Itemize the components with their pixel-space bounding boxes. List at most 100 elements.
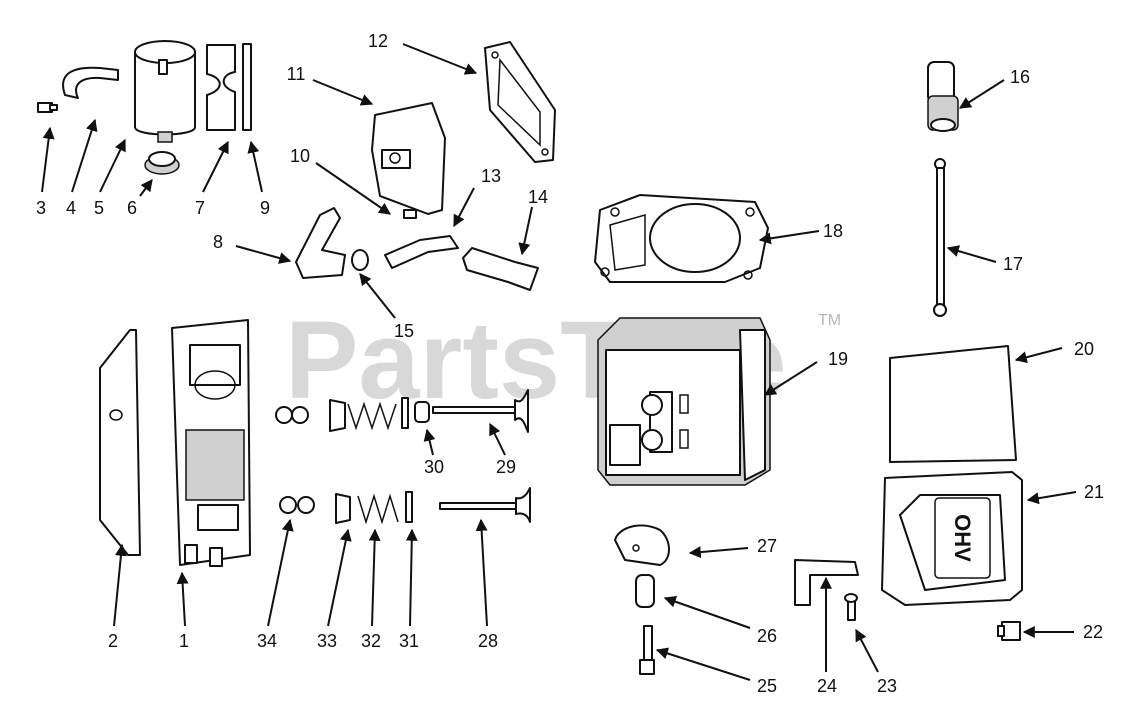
part-20-cover-gasket[interactable] bbox=[889, 345, 1017, 463]
callout-3[interactable]: 3 bbox=[36, 198, 46, 218]
part-29-exhaust-valve[interactable] bbox=[432, 389, 529, 433]
callout-28[interactable]: 28 bbox=[478, 631, 498, 651]
callout-25[interactable]: 25 bbox=[757, 676, 777, 696]
leader-8 bbox=[235, 245, 292, 264]
callout-1[interactable]: 1 bbox=[179, 631, 189, 651]
callout-26[interactable]: 26 bbox=[757, 626, 777, 646]
callout-21[interactable]: 21 bbox=[1084, 482, 1104, 502]
callout-13[interactable]: 13 bbox=[481, 166, 501, 186]
callout-16[interactable]: 16 bbox=[1010, 67, 1030, 87]
callout-22[interactable]: 22 bbox=[1083, 622, 1103, 642]
part-5-filter-housing[interactable] bbox=[134, 40, 196, 143]
callout-29[interactable]: 29 bbox=[496, 457, 516, 477]
callout-31[interactable]: 31 bbox=[399, 631, 419, 651]
part-3-screw[interactable] bbox=[37, 102, 58, 113]
leader-29 bbox=[489, 422, 506, 456]
part-2-head-gasket[interactable] bbox=[99, 329, 141, 556]
leader-13 bbox=[453, 187, 475, 228]
part-27-rocker[interactable] bbox=[614, 524, 670, 566]
part-11-breather-cover[interactable] bbox=[371, 102, 446, 219]
part-34-keepers-lower[interactable] bbox=[279, 496, 315, 514]
callout-8[interactable]: 8 bbox=[213, 232, 223, 252]
part-19-cylinder-head[interactable] bbox=[597, 317, 771, 486]
callout-7[interactable]: 7 bbox=[195, 198, 205, 218]
callout-18[interactable]: 18 bbox=[823, 221, 843, 241]
callout-6[interactable]: 6 bbox=[127, 198, 137, 218]
leader-34 bbox=[267, 518, 294, 627]
leader-32 bbox=[368, 528, 381, 627]
leader-12 bbox=[402, 43, 478, 75]
callout-27[interactable]: 27 bbox=[757, 536, 777, 556]
callout-10[interactable]: 10 bbox=[290, 146, 310, 166]
callout-11[interactable]: 11 bbox=[287, 64, 306, 84]
leader-2 bbox=[113, 543, 127, 627]
leader-26 bbox=[663, 595, 751, 629]
part-16-tappet[interactable] bbox=[927, 61, 959, 132]
part-14-hose[interactable] bbox=[462, 247, 539, 291]
callout-19[interactable]: 19 bbox=[828, 349, 848, 369]
leader-28 bbox=[475, 518, 488, 627]
callout-15[interactable]: 15 bbox=[394, 321, 414, 341]
leader-9 bbox=[247, 140, 263, 193]
leader-lines bbox=[41, 43, 1077, 681]
watermark-trademark: TM bbox=[818, 312, 841, 329]
part-4-clamp[interactable] bbox=[62, 66, 119, 99]
part-12-breather-gasket[interactable] bbox=[484, 41, 556, 163]
callout-5[interactable]: 5 bbox=[94, 198, 104, 218]
part-26-rocker-stud[interactable] bbox=[635, 574, 655, 608]
leader-30 bbox=[423, 428, 436, 456]
part-28-intake-valve[interactable] bbox=[439, 487, 531, 523]
callout-12[interactable]: 12 bbox=[368, 31, 388, 51]
callout-9[interactable]: 9 bbox=[260, 198, 270, 218]
part-13-breather-hose[interactable] bbox=[384, 235, 459, 269]
callout-2[interactable]: 2 bbox=[108, 631, 118, 651]
leader-4 bbox=[71, 118, 98, 193]
leader-17 bbox=[946, 245, 997, 263]
leader-19 bbox=[763, 361, 818, 396]
callout-34[interactable]: 34 bbox=[257, 631, 277, 651]
part-22-cover-screw[interactable] bbox=[997, 621, 1021, 641]
leader-14 bbox=[518, 206, 533, 256]
part-30-valve-guide[interactable] bbox=[414, 401, 430, 423]
leader-1 bbox=[176, 571, 189, 627]
part-7-element[interactable] bbox=[206, 44, 236, 131]
part-32-spring-upper[interactable] bbox=[347, 401, 397, 431]
cover-brand-text: OHV bbox=[950, 514, 975, 562]
part-23-pin[interactable] bbox=[844, 593, 858, 621]
callout-32[interactable]: 32 bbox=[361, 631, 381, 651]
leader-20 bbox=[1014, 347, 1063, 364]
callout-14[interactable]: 14 bbox=[528, 187, 548, 207]
leader-7 bbox=[202, 140, 229, 193]
part-34-keepers-upper[interactable] bbox=[275, 406, 309, 424]
callout-30[interactable]: 30 bbox=[424, 457, 444, 477]
callout-33[interactable]: 33 bbox=[317, 631, 337, 651]
leader-5 bbox=[99, 138, 126, 193]
callout-17[interactable]: 17 bbox=[1003, 254, 1023, 274]
leader-6 bbox=[139, 179, 153, 197]
part-1-cylinder-head[interactable] bbox=[171, 319, 251, 567]
part-9-gasket[interactable] bbox=[242, 43, 252, 131]
callout-labels: 1 2 3 4 5 6 7 8 9 10 11 12 13 14 15 16 1… bbox=[36, 31, 1104, 696]
leader-18 bbox=[758, 230, 820, 245]
leader-15 bbox=[359, 273, 396, 319]
callout-20[interactable]: 20 bbox=[1074, 339, 1094, 359]
callout-23[interactable]: 23 bbox=[877, 676, 897, 696]
part-21-valve-cover[interactable]: OHV bbox=[881, 471, 1023, 606]
part-17-push-rod[interactable] bbox=[933, 158, 947, 317]
part-15-hose-clamp[interactable] bbox=[351, 249, 369, 271]
part-18-head-gasket[interactable] bbox=[594, 194, 769, 283]
part-33-retainer-upper[interactable] bbox=[329, 399, 346, 432]
callout-4[interactable]: 4 bbox=[66, 198, 76, 218]
part-31-seal-upper[interactable] bbox=[401, 397, 409, 429]
callout-24[interactable]: 24 bbox=[817, 676, 837, 696]
part-25-rocker-bolt[interactable] bbox=[639, 625, 655, 675]
leader-21 bbox=[1026, 491, 1077, 505]
part-24-bracket[interactable] bbox=[794, 559, 859, 606]
part-31-seal-lower[interactable] bbox=[405, 491, 413, 523]
leader-25 bbox=[655, 647, 751, 681]
part-32-spring-lower[interactable] bbox=[357, 493, 399, 525]
part-6-cap[interactable] bbox=[144, 151, 180, 175]
part-8-elbow-hose[interactable] bbox=[295, 207, 346, 279]
part-33-retainer-lower[interactable] bbox=[335, 493, 351, 524]
